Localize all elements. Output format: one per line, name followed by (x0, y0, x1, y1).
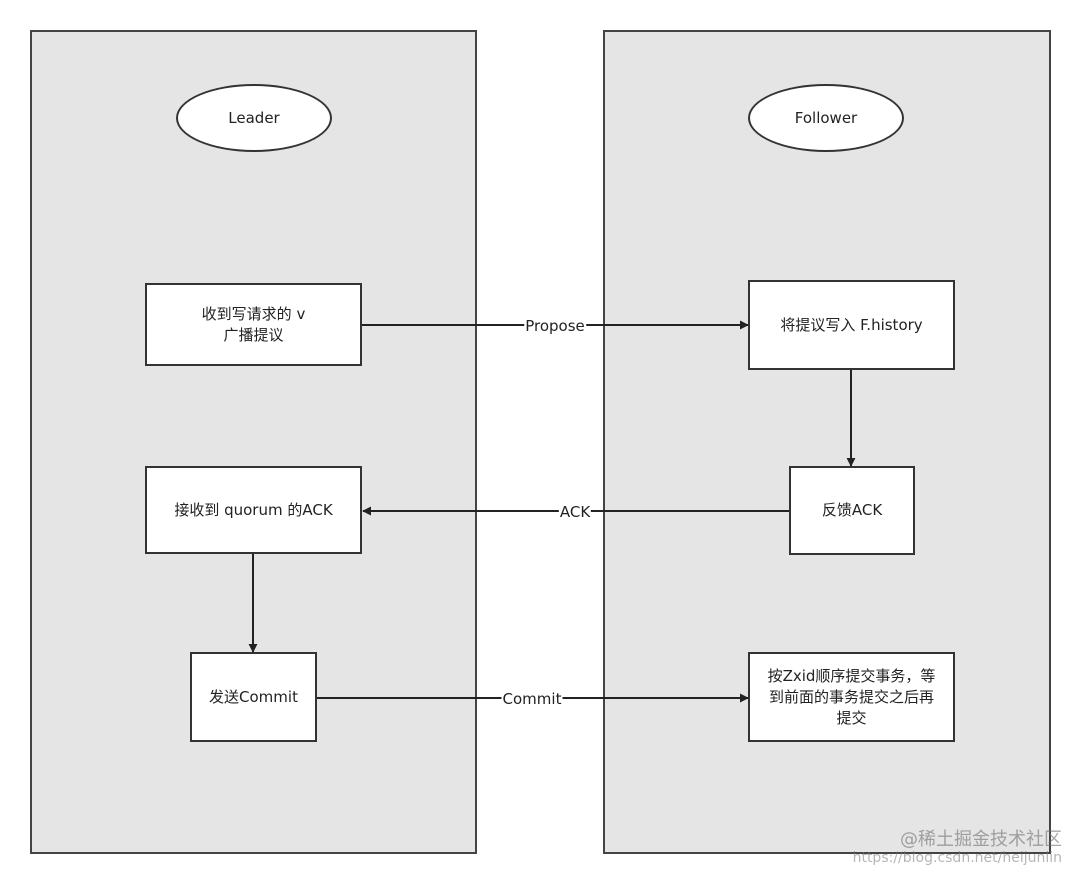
receive-write-box: 收到写请求的 v 广播提议 (145, 283, 362, 366)
watermark: @稀土掘金技术社区 https://blog.csdn.net/heijunli… (853, 831, 1062, 867)
follower-title: Follower (748, 84, 904, 152)
watermark-url: https://blog.csdn.net/heijunlin (852, 850, 1062, 866)
propose-label: Propose (524, 317, 586, 335)
feedback-ack-box: 反馈ACK (789, 466, 915, 555)
write-history-box: 将提议写入 F.history (748, 280, 955, 370)
receive-quorum-ack-box: 接收到 quorum 的ACK (145, 466, 362, 554)
send-commit-box: 发送Commit (190, 652, 317, 742)
watermark-main: @稀土掘金技术社区 (900, 829, 1062, 850)
ack-label: ACK (558, 503, 592, 521)
commit-in-order-box: 按Zxid顺序提交事务，等 到前面的事务提交之后再 提交 (748, 652, 955, 742)
commit-label: Commit (501, 690, 563, 708)
leader-title: Leader (176, 84, 332, 152)
